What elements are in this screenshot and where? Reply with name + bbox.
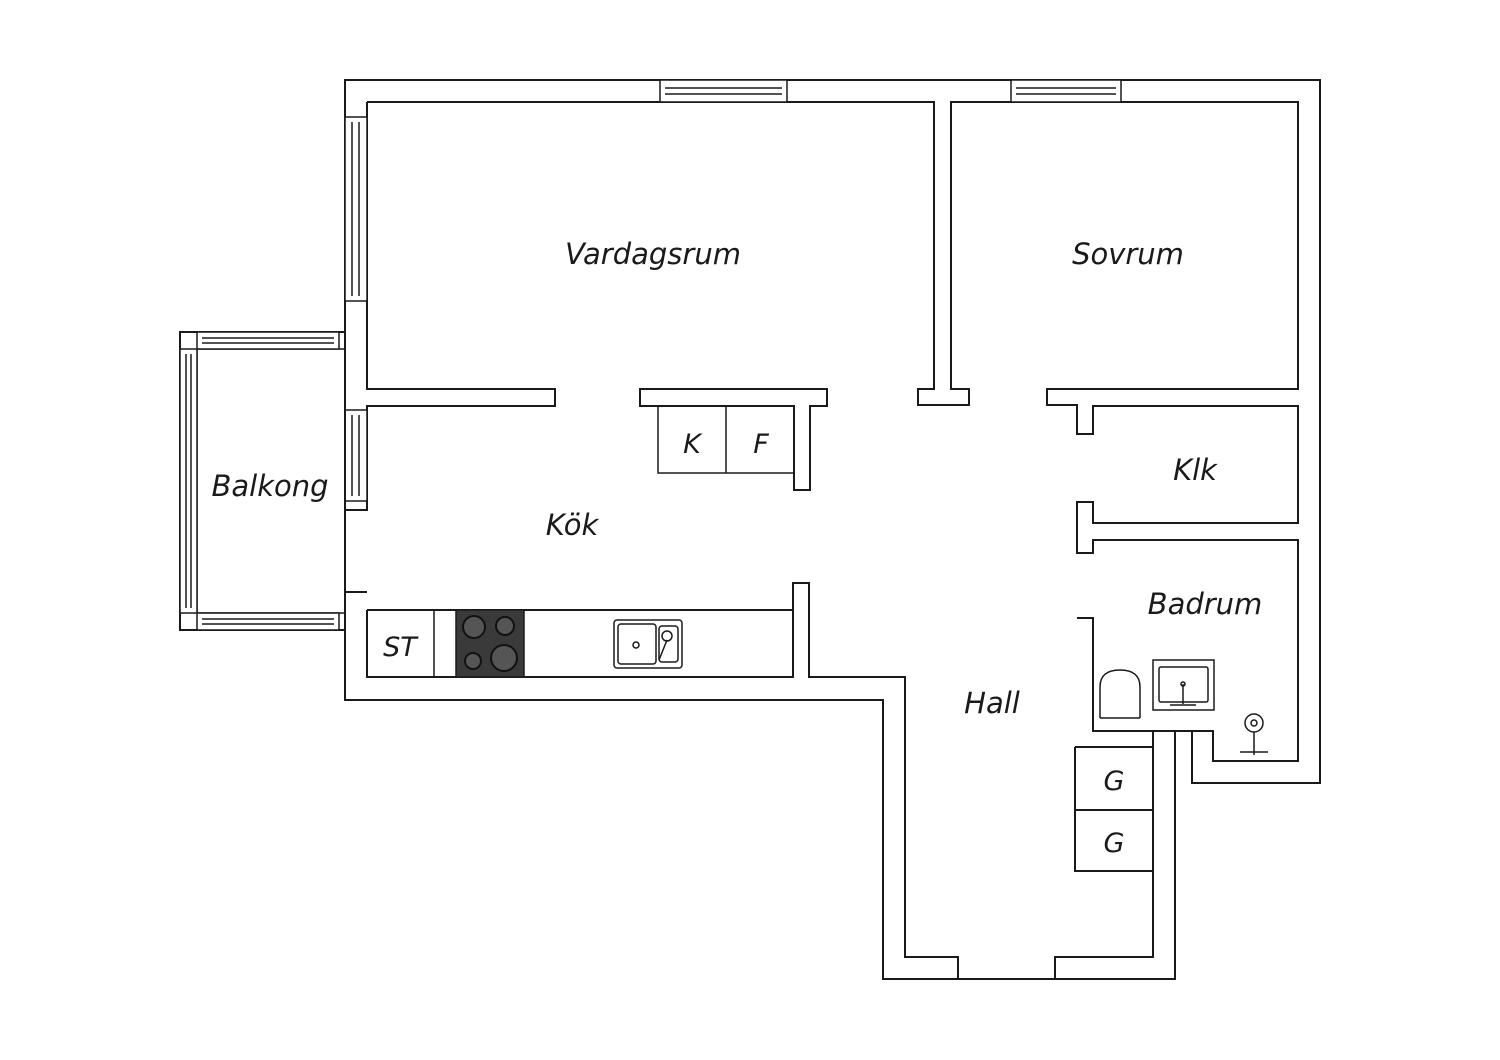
window-top-sovrum [1010,79,1122,103]
room-label-sovrum: Sovrum [1072,237,1184,271]
room-label-kok: Kök [546,508,600,542]
bathroom-wall [1077,617,1153,732]
stove-burner-1 [462,615,486,639]
wardrobe-outline [1074,746,1153,872]
stove-burner-4 [490,644,518,672]
kitchen-sink-icon [613,619,683,669]
fixture-label-frys: F [753,429,769,460]
fixture-label-stove-cabinet: ST [383,632,419,663]
fixture-label-kyl: K [683,429,703,460]
room-label-badrum: Badrum [1148,587,1263,621]
vardagsrum-left-wall [345,102,556,511]
bathroom-sink-icon [1152,659,1215,711]
room-label-hall: Hall [964,686,1020,720]
fixture-label-garderob-1: G [1104,766,1125,797]
vardagsrum-inner-wall [367,101,1299,979]
window-left-vardagsrum [344,116,368,302]
window-top-vardagsrum [659,79,788,103]
toilet-icon [1099,669,1141,719]
stove-burner-2 [495,616,515,636]
window-left-kok [344,409,368,502]
room-label-balkong: Balkong [211,469,328,503]
room-label-vardagsrum: Vardagsrum [565,237,741,271]
balcony-railing [179,331,346,631]
kitchen-back-wall [366,582,959,979]
fixture-label-garderob-2: G [1104,828,1125,859]
shower-icon [1240,713,1268,755]
stove-burner-3 [464,652,482,670]
fridge-partition [639,388,828,491]
room-label-klk: Klk [1173,453,1218,487]
